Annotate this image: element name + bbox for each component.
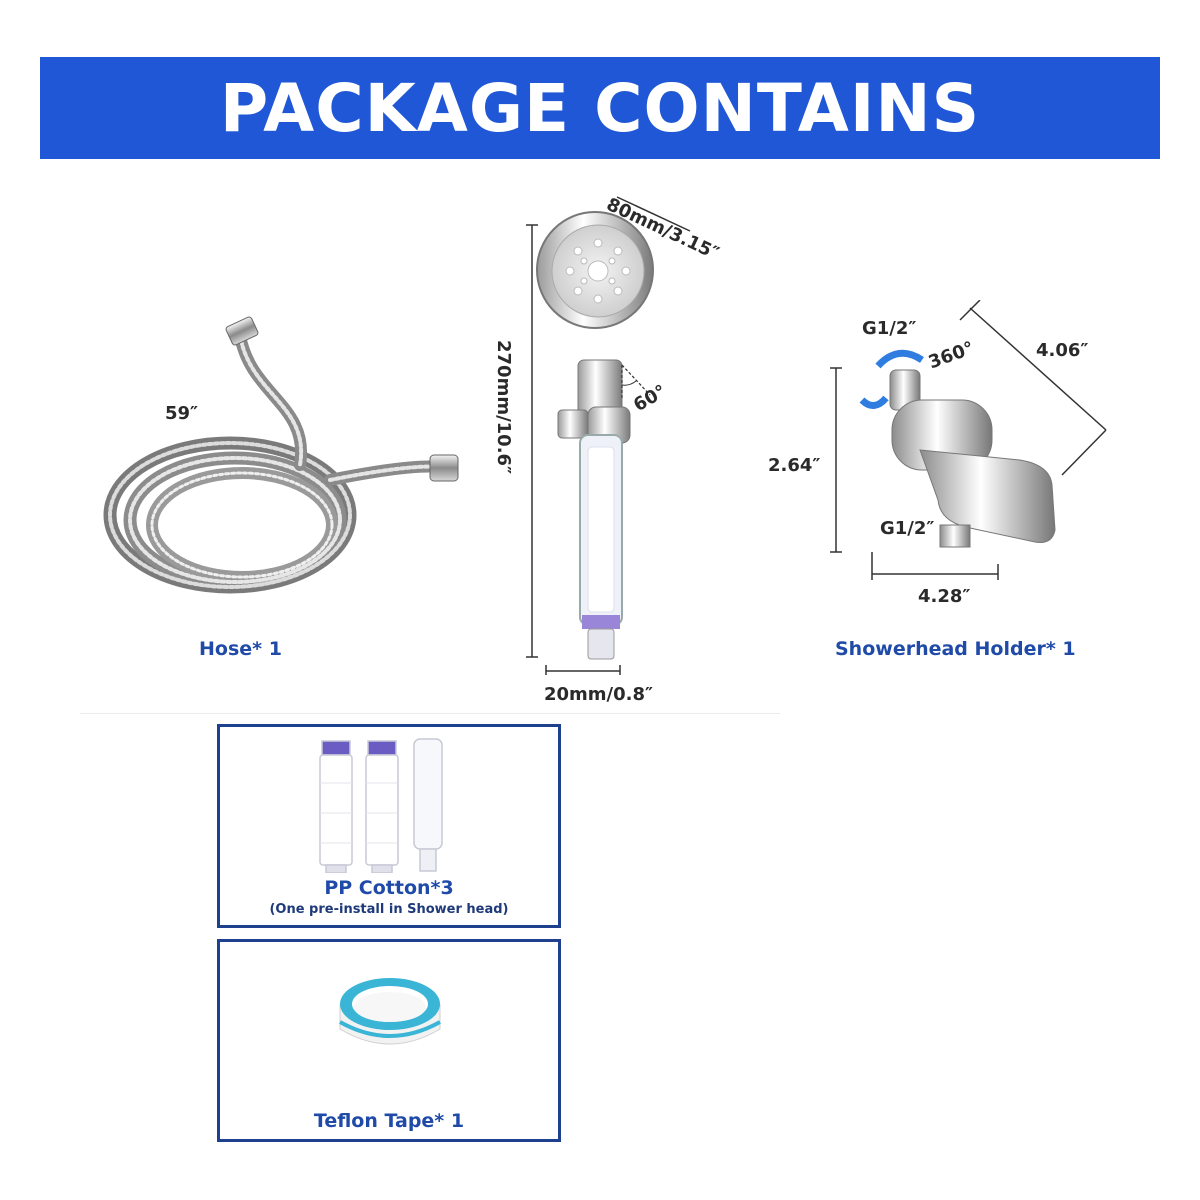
shower-head-connector: 20mm/0.8″ — [544, 684, 654, 705]
shower-head-height: 270mm/10.6″ — [493, 340, 514, 475]
teflon-label: Teflon Tape* 1 — [313, 1110, 465, 1132]
teflon-tape-image — [339, 978, 441, 1045]
holder-label: Showerhead Holder* 1 — [835, 638, 1076, 660]
pp-cotton-note: (One pre-install in Shower head) — [269, 902, 509, 917]
section-divider — [80, 713, 780, 714]
filter-cartridges-image — [319, 738, 443, 873]
teflon-box: Teflon Tape* 1 — [217, 939, 561, 1142]
holder-thread-bottom: G1/2″ — [880, 518, 935, 539]
header-banner: PACKAGE CONTAINS — [40, 57, 1160, 159]
pp-cotton-box: PP Cotton*3 (One pre-install in Shower h… — [217, 724, 561, 928]
hose-label: Hose* 1 — [199, 638, 282, 660]
holder-depth: 4.06″ — [1036, 340, 1089, 361]
banner-title: PACKAGE CONTAINS — [219, 69, 981, 147]
pp-cotton-label: PP Cotton*3 — [324, 877, 454, 899]
holder-width: 4.28″ — [918, 586, 971, 607]
hose-length: 59″ — [165, 403, 199, 424]
holder-thread-top: G1/2″ — [862, 318, 917, 339]
holder-image — [830, 300, 1107, 580]
holder-height: 2.64″ — [768, 455, 821, 476]
hose-image — [103, 316, 459, 594]
shower-head-image — [526, 196, 691, 675]
